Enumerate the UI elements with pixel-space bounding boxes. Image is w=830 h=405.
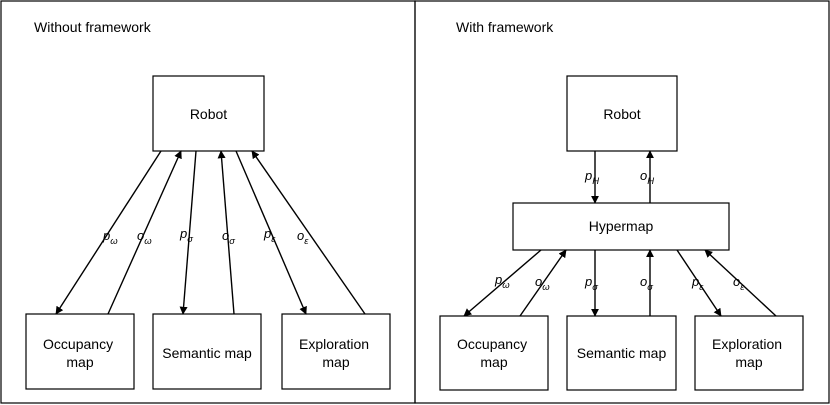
right-edge-o-omega — [519, 249, 567, 317]
left-robot-box — [152, 75, 265, 152]
right-label-o-epsilon: oε — [733, 274, 745, 293]
left-label-o-epsilon-sub: ε — [304, 236, 309, 247]
left-label-o-omega: oω — [137, 228, 152, 247]
left-edge-o-sigma — [217, 150, 235, 315]
right-label-o-omega-sub: ω — [542, 282, 550, 293]
right-robot-label: Robot — [603, 106, 640, 122]
right-semantic-box — [566, 315, 677, 391]
right-edge-o-epsilon — [704, 249, 777, 317]
left-label-o-epsilon: oε — [297, 228, 309, 247]
right-panel-title: With framework — [456, 19, 554, 35]
left-label-p-epsilon-main: p — [263, 226, 271, 241]
left-semantic-label: Semantic map — [162, 345, 252, 361]
left-exploration-label-line2: map — [322, 354, 349, 370]
left-label-o-sigma-sub: σ — [229, 236, 236, 247]
left-label-o-epsilon-main: o — [297, 228, 304, 243]
right-hypermap-box — [512, 202, 730, 251]
left-edge-p-epsilon — [235, 150, 307, 315]
right-panel-frame — [414, 0, 830, 404]
right-label-p-H: pH — [584, 168, 599, 187]
left-label-p-sigma-main: p — [179, 226, 187, 241]
right-label-p-H-sub: H — [592, 176, 599, 187]
left-label-o-omega-sub: ω — [144, 236, 152, 247]
right-label-o-H: oH — [640, 168, 654, 187]
left-label-o-sigma: oσ — [222, 228, 236, 247]
left-label-p-omega-sub: ω — [110, 236, 118, 247]
left-label-o-omega-main: o — [137, 228, 144, 243]
right-occupancy-label: Occupancy map — [457, 336, 531, 370]
right-label-p-omega-sub: ω — [502, 280, 510, 291]
left-edge-o-omega — [107, 150, 182, 315]
left-label-p-sigma: pσ — [179, 226, 194, 245]
right-label-o-epsilon-main: o — [733, 274, 740, 289]
right-label-p-sigma-sub: σ — [592, 282, 599, 293]
right-exploration-label-line1: Exploration — [712, 336, 782, 352]
right-exploration-label: Exploration map — [712, 336, 786, 370]
right-edge-p-epsilon — [676, 249, 722, 317]
right-label-o-epsilon-sub: ε — [740, 282, 745, 293]
left-occupancy-label-line1: Occupancy — [43, 336, 113, 352]
left-exploration-box — [281, 313, 391, 390]
right-label-o-omega-main: o — [535, 274, 542, 289]
left-occupancy-box — [25, 313, 135, 390]
left-label-o-sigma-main: o — [222, 228, 229, 243]
left-label-p-epsilon-sub: ε — [271, 234, 276, 245]
left-edge-o-epsilon — [251, 150, 366, 315]
left-semantic-box — [152, 313, 262, 390]
left-label-p-omega-main: p — [102, 228, 110, 243]
left-robot-label: Robot — [190, 106, 227, 122]
left-label-p-omega: pω — [102, 228, 118, 247]
right-exploration-label-line2: map — [735, 354, 762, 370]
left-occupancy-label-line2: map — [66, 354, 93, 370]
right-label-p-H-main: p — [584, 168, 592, 183]
right-label-o-H-main: o — [640, 168, 647, 183]
left-occupancy-label: Occupancy map — [43, 336, 117, 370]
left-edge-p-sigma — [179, 150, 197, 315]
left-edge-p-omega — [55, 150, 162, 315]
right-semantic-label: Semantic map — [577, 345, 667, 361]
right-label-p-sigma-main: p — [584, 274, 592, 289]
left-label-p-sigma-sub: σ — [187, 234, 194, 245]
left-panel-title: Without framework — [34, 19, 152, 35]
right-robot-box — [566, 75, 678, 152]
right-occupancy-box — [439, 315, 549, 391]
right-label-o-sigma-main: o — [640, 274, 647, 289]
left-exploration-label: Exploration map — [299, 336, 373, 370]
right-exploration-box — [694, 315, 804, 391]
right-label-o-sigma-sub: σ — [647, 282, 654, 293]
right-edge-p-omega — [463, 249, 542, 317]
right-label-p-epsilon-sub: ε — [699, 282, 704, 293]
right-label-p-omega: pω — [494, 272, 510, 291]
right-label-p-epsilon: pε — [691, 274, 704, 293]
right-hypermap-label: Hypermap — [589, 218, 654, 234]
right-label-p-omega-main: p — [494, 272, 502, 287]
left-label-p-epsilon: pε — [263, 226, 276, 245]
left-exploration-label-line1: Exploration — [299, 336, 369, 352]
right-label-o-sigma: oσ — [640, 274, 654, 293]
right-occupancy-label-line1: Occupancy — [457, 336, 527, 352]
right-occupancy-label-line2: map — [480, 354, 507, 370]
right-label-p-epsilon-main: p — [691, 274, 699, 289]
right-label-p-sigma: pσ — [584, 274, 599, 293]
right-label-o-omega: oω — [535, 274, 550, 293]
right-label-o-H-sub: H — [647, 176, 654, 187]
